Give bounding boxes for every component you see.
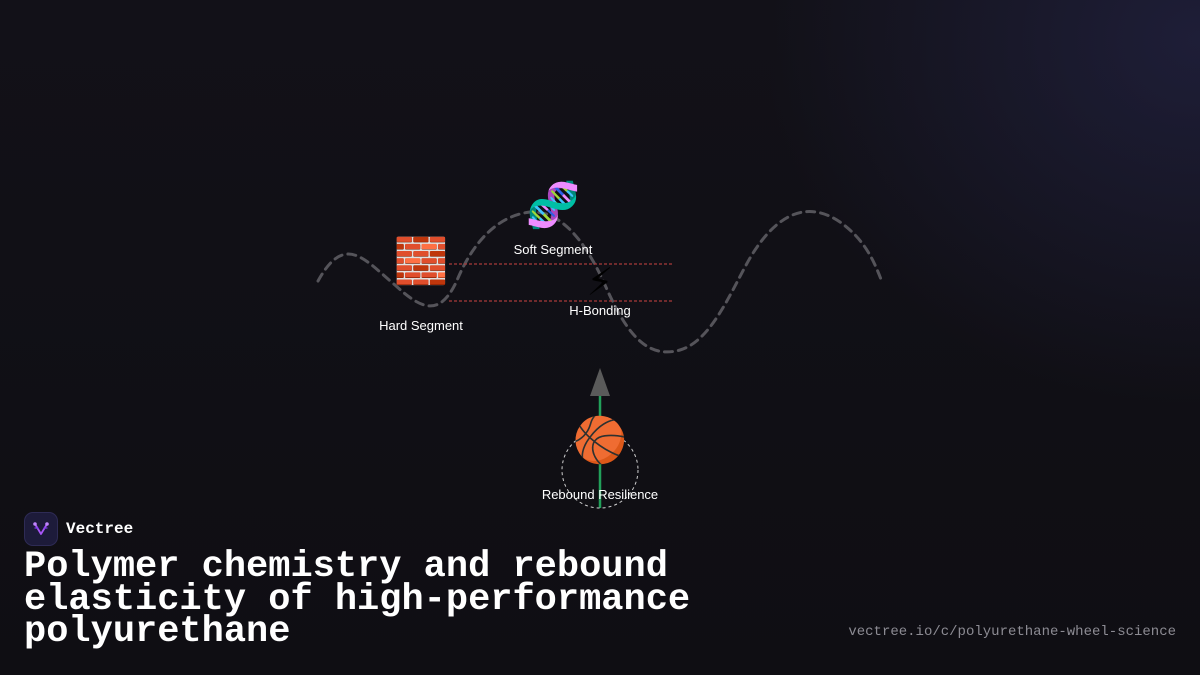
- brand-name: Vectree: [66, 520, 134, 538]
- polymer-chain: [316, 210, 884, 354]
- brand: Vectree: [24, 512, 133, 546]
- source-url[interactable]: vectree.io/c/polyurethane-wheel-science: [848, 624, 1176, 640]
- page-title: Polymer chemistry and rebound elasticity…: [24, 546, 691, 653]
- lightning-icon: ⚡: [587, 260, 614, 304]
- vectree-v-logo-icon: [24, 512, 58, 546]
- brick-icon: 🧱: [394, 236, 449, 287]
- hard-segment-label: Hard Segment: [379, 318, 463, 333]
- soft-segment-label: Soft Segment: [514, 242, 593, 257]
- basketball-icon: 🏀: [573, 411, 628, 468]
- rebound-circle: [561, 431, 639, 509]
- dna-icon: 🧬: [526, 178, 581, 231]
- rebound-resilience-label: Rebound Resilience: [542, 487, 658, 502]
- h-bonding-label: H-Bonding: [569, 303, 630, 318]
- rebound-arrowhead: [590, 368, 610, 396]
